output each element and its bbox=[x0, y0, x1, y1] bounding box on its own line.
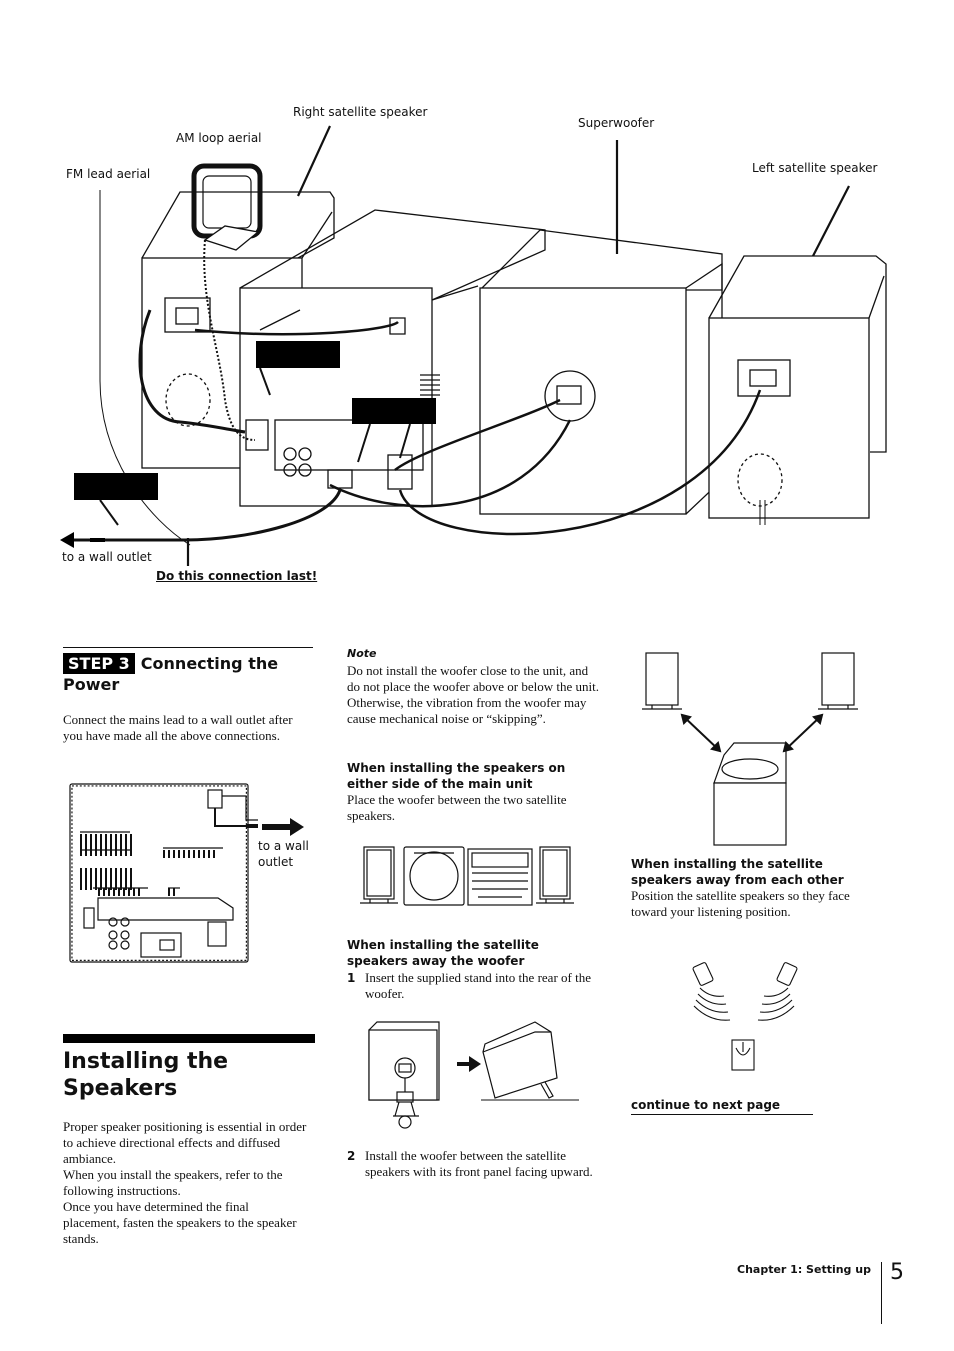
either-side-heading: When installing the speakers on either s… bbox=[347, 761, 566, 791]
page-number: 5 bbox=[890, 1260, 904, 1285]
chapter-label: Chapter 1: Setting up bbox=[737, 1263, 871, 1276]
note-text: Do not install the woofer close to the u… bbox=[347, 663, 599, 726]
step3-badge: STEP 3 bbox=[63, 653, 135, 674]
label-fm-lead: FM lead aerial bbox=[66, 167, 151, 181]
installing-body: Proper speaker positioning is essential … bbox=[63, 1119, 308, 1247]
away-each-text: Position the satellite speakers so they … bbox=[631, 888, 850, 919]
either-side-illustration bbox=[360, 846, 574, 906]
away-each-illustration bbox=[642, 652, 858, 846]
away-woofer-heading: When installing the satellite speakers a… bbox=[347, 938, 539, 968]
step1-text: Insert the supplied stand into the rear … bbox=[365, 970, 591, 1001]
installing-title-a: Installing the bbox=[63, 1049, 229, 1074]
away-woofer-step2: 2 Install the woofer between the satelli… bbox=[347, 1148, 602, 1180]
either-side-text: Place the woofer between the two satelli… bbox=[347, 792, 567, 823]
step2-number: 2 bbox=[347, 1149, 356, 1163]
continue-next-page: continue to next page bbox=[631, 1097, 813, 1115]
outlet-label-line2: outlet bbox=[258, 855, 294, 869]
step3-heading: STEP 3 Connecting the Power bbox=[63, 653, 315, 695]
step3-text: Connect the mains lead to a wall outlet … bbox=[63, 712, 293, 743]
installing-p3: Once you have determined the final place… bbox=[63, 1199, 297, 1246]
label-right-satellite: Right satellite speaker bbox=[293, 105, 428, 119]
step3-title-a: Connecting the bbox=[140, 654, 279, 673]
installing-title: Installing the Speakers bbox=[63, 1048, 228, 1102]
away-each-heading: When installing the satellite speakers a… bbox=[631, 857, 844, 887]
installing-p2: When you install the speakers, refer to … bbox=[63, 1167, 283, 1198]
label-do-last: Do this connection last! bbox=[156, 569, 318, 583]
note-heading: Note bbox=[347, 647, 377, 660]
outlet-arrow-icon bbox=[262, 818, 304, 836]
away-woofer-step1: 1 Insert the supplied stand into the rea… bbox=[347, 970, 602, 1002]
label-left-satellite: Left satellite speaker bbox=[752, 161, 878, 175]
label-wall-outlet: to a wall outlet bbox=[62, 550, 152, 564]
step2-text: Install the woofer between the satellite… bbox=[365, 1148, 593, 1179]
step3-outlet-label: to a wall outlet bbox=[258, 838, 309, 870]
step3-rule bbox=[63, 647, 313, 648]
installing-title-b: Speakers bbox=[63, 1076, 178, 1101]
label-superwoofer: Superwoofer bbox=[578, 116, 655, 130]
installing-p1: Proper speaker positioning is essential … bbox=[63, 1119, 307, 1166]
step3-title-b: Power bbox=[63, 675, 120, 694]
woofer-stand-illustration bbox=[368, 1021, 579, 1129]
installing-rule bbox=[63, 1034, 315, 1043]
connection-diagram-art bbox=[60, 125, 887, 566]
label-am-loop: AM loop aerial bbox=[176, 131, 262, 145]
listening-position-illustration bbox=[692, 962, 798, 1071]
footer-divider bbox=[881, 1262, 882, 1324]
outlet-label-line1: to a wall bbox=[258, 839, 309, 853]
rear-panel-illustration bbox=[69, 783, 258, 963]
step1-number: 1 bbox=[347, 971, 356, 985]
